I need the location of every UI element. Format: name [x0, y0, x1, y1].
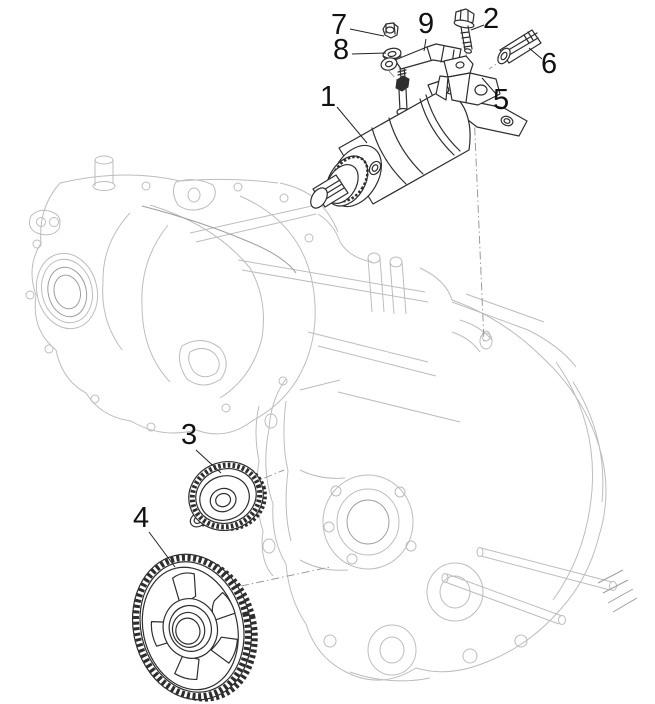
ring-gear-part-4 — [131, 553, 258, 702]
callout-2: 2 — [483, 3, 500, 35]
leader-lines — [148, 24, 543, 568]
flange-bolt-part-2 — [453, 8, 475, 54]
callout-6: 6 — [541, 48, 558, 80]
callout-5: 5 — [493, 84, 510, 116]
cable-lug-part-9 — [380, 43, 462, 71]
callout-8: 8 — [333, 34, 350, 66]
callout-4: 4 — [133, 502, 150, 534]
callout-9: 9 — [418, 8, 435, 40]
nut-part-7 — [382, 22, 399, 39]
spacer-part-6 — [497, 29, 542, 65]
callout-7: 7 — [331, 9, 348, 41]
callout-3: 3 — [181, 419, 198, 451]
callout-1: 1 — [320, 81, 337, 113]
idler-gear-part-3 — [188, 461, 267, 531]
engine-wireframe — [25, 155, 638, 682]
starter-motor-part-1 — [310, 66, 528, 209]
bracket-part-5 — [435, 55, 501, 106]
